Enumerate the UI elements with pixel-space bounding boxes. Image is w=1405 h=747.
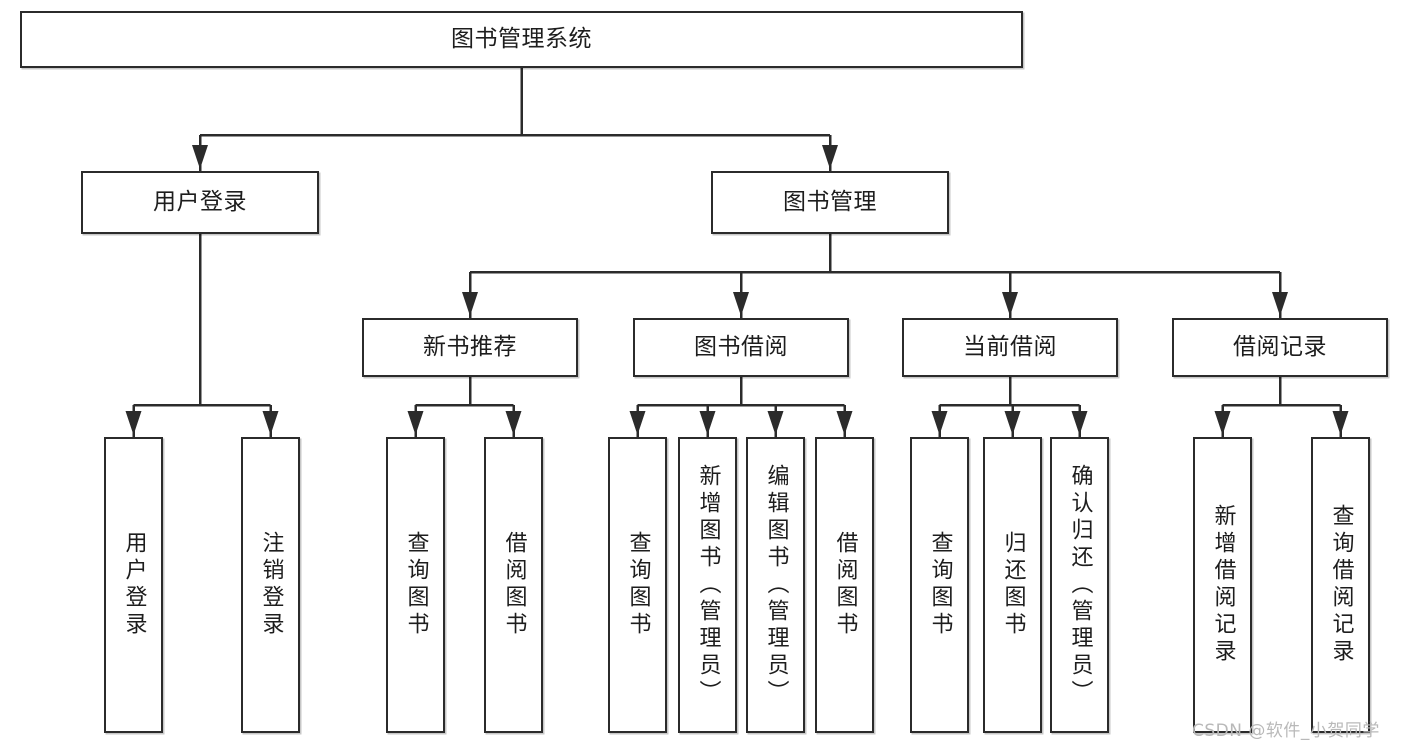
node-label: 借阅图书 (832, 531, 858, 639)
level1-node[interactable]: 用户登录 (81, 171, 319, 234)
node-label: 用户登录 (153, 188, 247, 215)
level2-node[interactable]: 当前借阅 (902, 318, 1118, 377)
node-label: 图书管理系统 (451, 25, 592, 52)
node-label: 图书借阅 (694, 333, 788, 360)
leaves-node[interactable]: 查询图书 (386, 437, 445, 733)
node-label: 借阅图书 (501, 531, 527, 639)
node-label: 借阅记录 (1233, 333, 1327, 360)
leaves-node[interactable]: 新增借阅记录 (1193, 437, 1252, 733)
leaves-node[interactable]: 查询借阅记录 (1311, 437, 1370, 733)
leaves-node[interactable]: 归还图书 (983, 437, 1042, 733)
node-label: 确认归还（管理员） (1067, 463, 1093, 707)
leaves-node[interactable]: 新增图书（管理员） (678, 437, 737, 733)
leaves-node[interactable]: 注销登录 (241, 437, 300, 733)
leaves-node[interactable]: 借阅图书 (484, 437, 543, 733)
node-label: 当前借阅 (963, 333, 1057, 360)
leaves-node[interactable]: 用户登录 (104, 437, 163, 733)
level1-node[interactable]: 图书管理 (711, 171, 949, 234)
leaves-node[interactable]: 查询图书 (608, 437, 667, 733)
node-label: 查询借阅记录 (1328, 504, 1354, 666)
leaves-node[interactable]: 借阅图书 (815, 437, 874, 733)
level2-node[interactable]: 新书推荐 (362, 318, 578, 377)
leaves-node[interactable]: 确认归还（管理员） (1050, 437, 1109, 733)
watermark-label: CSDN @软件_小贺同学 (1192, 721, 1380, 741)
leaves-node[interactable]: 查询图书 (910, 437, 969, 733)
node-label: 查询图书 (625, 531, 651, 639)
node-label: 查询图书 (403, 531, 429, 639)
node-label: 新书推荐 (423, 333, 517, 360)
node-label: 注销登录 (258, 531, 284, 639)
node-label: 新增图书（管理员） (695, 463, 721, 707)
node-label: 新增借阅记录 (1210, 504, 1236, 666)
node-label: 查询图书 (927, 531, 953, 639)
root-node[interactable]: 图书管理系统 (20, 11, 1023, 68)
leaves-node[interactable]: 编辑图书（管理员） (746, 437, 805, 733)
node-label: 用户登录 (121, 531, 147, 639)
node-label: 图书管理 (783, 188, 877, 215)
level2-node[interactable]: 借阅记录 (1172, 318, 1388, 377)
node-label: 编辑图书（管理员） (763, 463, 789, 707)
node-label: 归还图书 (1000, 531, 1026, 639)
level2-node[interactable]: 图书借阅 (633, 318, 849, 377)
